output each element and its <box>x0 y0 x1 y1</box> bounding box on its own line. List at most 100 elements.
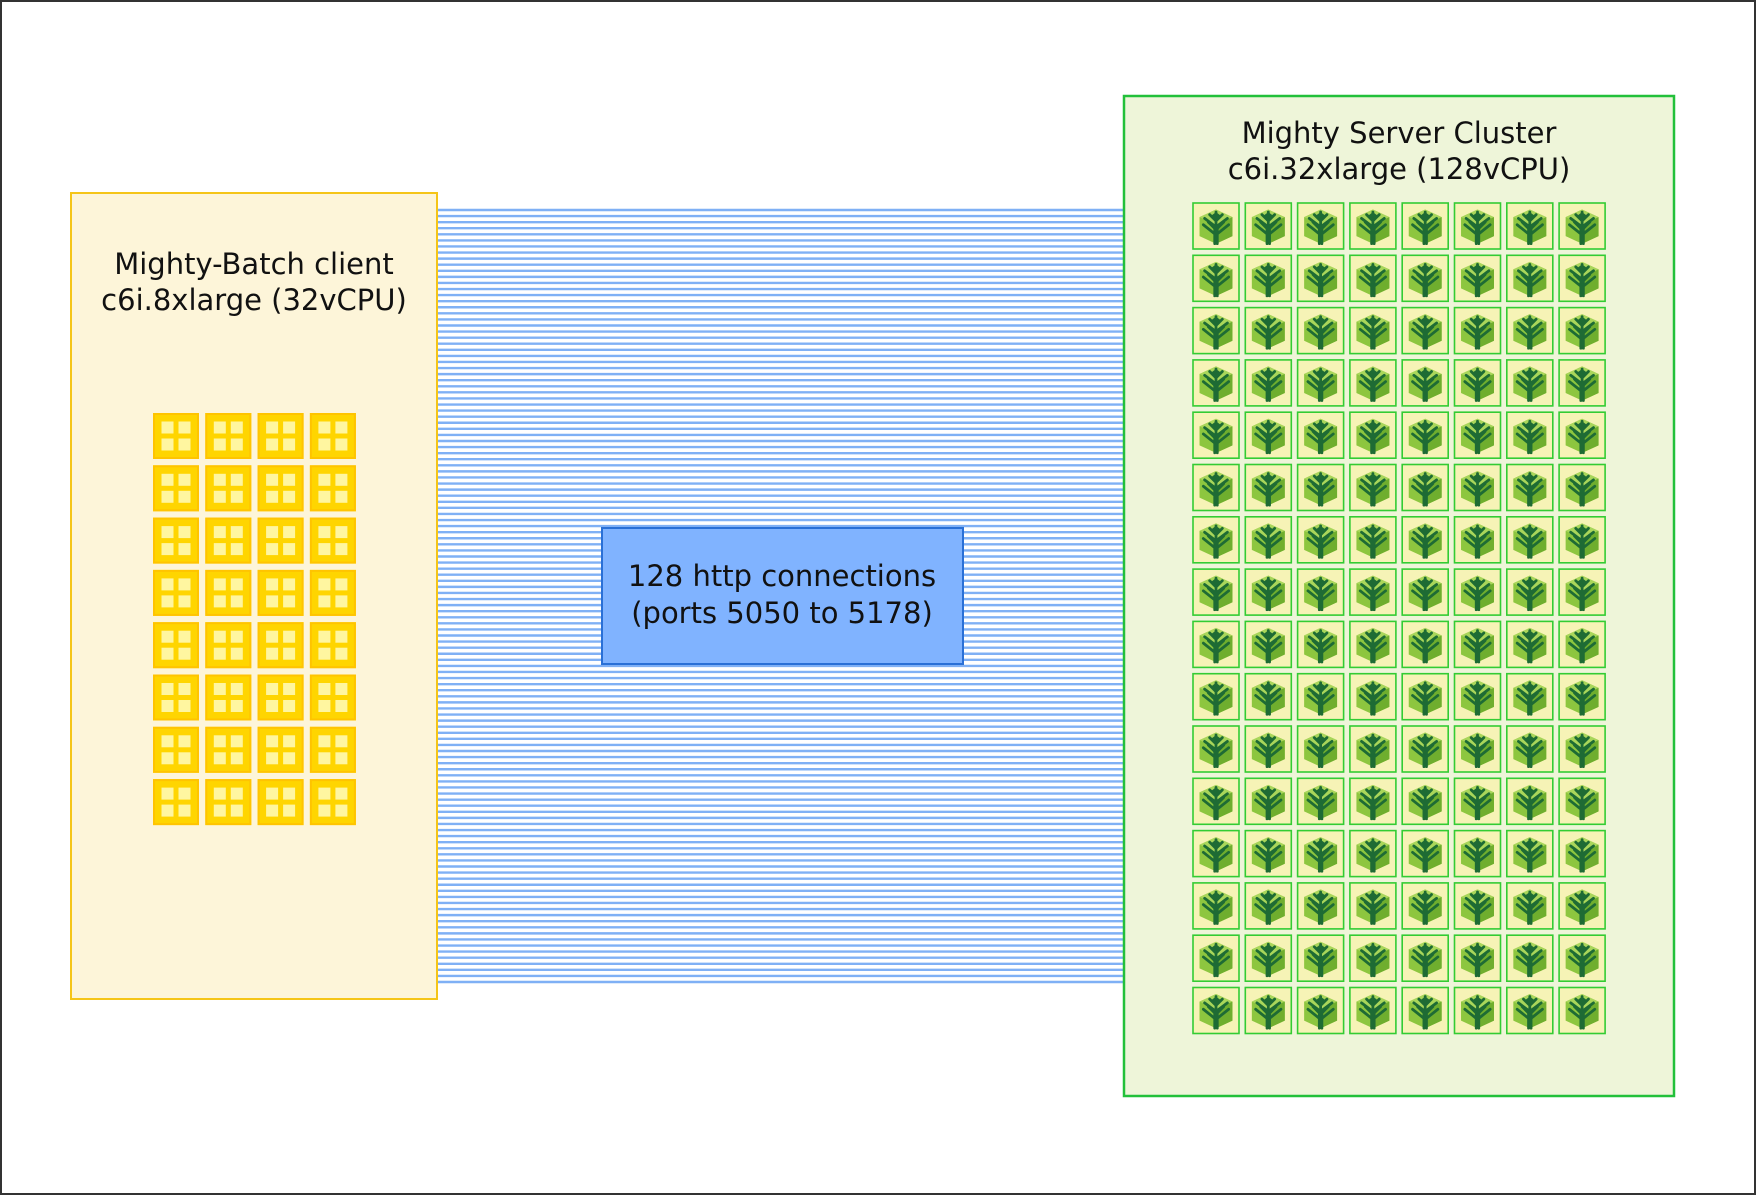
tree-box-icon <box>1506 672 1554 721</box>
tree-box-icon <box>1192 620 1240 669</box>
tree-box-icon <box>1453 829 1502 878</box>
tree-box-icon <box>1401 202 1449 250</box>
tree-box-icon <box>1401 829 1449 878</box>
tree-box-icon <box>1192 515 1240 564</box>
tree-box-icon <box>1192 672 1240 721</box>
tree-box-icon <box>1453 515 1502 564</box>
server-title: Mighty Server Cluster <box>1242 116 1557 150</box>
tree-box-icon <box>1506 829 1554 878</box>
server-panel: Mighty Server Cluster c6i.32xlarge (128v… <box>1122 94 1676 1098</box>
tree-box-icon <box>1296 306 1345 355</box>
tree-box-icon <box>1296 359 1345 407</box>
tree-box-icon <box>1401 359 1449 407</box>
tree-box-icon <box>1453 777 1502 826</box>
tree-box-icon <box>1296 882 1345 930</box>
tree-box-icon <box>1506 986 1554 1035</box>
cpu-core-icon <box>309 779 356 826</box>
tree-box-icon <box>1558 620 1606 669</box>
tree-box-icon <box>1244 672 1293 721</box>
cpu-core-icon <box>205 726 252 773</box>
tree-box-icon <box>1558 463 1606 512</box>
cpu-core-icon <box>205 674 252 721</box>
tree-box-icon <box>1244 620 1293 669</box>
tree-box-icon <box>1349 411 1397 460</box>
tree-box-icon <box>1401 934 1449 983</box>
cpu-core-icon <box>257 674 304 721</box>
tree-box-icon <box>1453 725 1502 773</box>
tree-box-icon <box>1296 515 1345 564</box>
tree-box-icon <box>1244 202 1293 250</box>
connections-label-box: 128 http connections (ports 5050 to 5178… <box>601 527 964 665</box>
tree-box-icon <box>1558 725 1606 773</box>
tree-box-icon <box>1453 568 1502 616</box>
tree-box-icon <box>1244 986 1293 1035</box>
cpu-core-icon <box>309 569 356 616</box>
tree-box-icon <box>1401 568 1449 616</box>
tree-box-icon <box>1192 829 1240 878</box>
tree-box-icon <box>1558 254 1606 303</box>
tree-box-icon <box>1296 829 1345 878</box>
tree-box-icon <box>1244 463 1293 512</box>
cpu-core-icon <box>257 569 304 616</box>
cpu-core-icon <box>205 517 252 564</box>
tree-box-icon <box>1401 882 1449 930</box>
tree-box-icon <box>1401 620 1449 669</box>
cpu-core-icon <box>257 413 304 459</box>
tree-box-icon <box>1349 672 1397 721</box>
tree-box-icon <box>1244 306 1293 355</box>
cpu-core-icon <box>309 465 356 512</box>
tree-box-icon <box>1506 359 1554 407</box>
tree-box-icon <box>1453 620 1502 669</box>
tree-box-icon <box>1506 515 1554 564</box>
cpu-core-icon <box>153 465 199 512</box>
tree-box-icon <box>1558 986 1606 1035</box>
tree-box-icon <box>1558 829 1606 878</box>
tree-box-icon <box>1296 672 1345 721</box>
cpu-core-icon <box>205 413 252 459</box>
tree-box-icon <box>1558 515 1606 564</box>
tree-box-icon <box>1192 777 1240 826</box>
tree-box-icon <box>1192 359 1240 407</box>
http-connection-lines <box>437 208 1124 984</box>
cpu-core-icon <box>309 517 356 564</box>
tree-box-icon <box>1506 882 1554 930</box>
tree-box-icon <box>1453 411 1502 460</box>
tree-box-icon <box>1558 882 1606 930</box>
connections-ports-label: (ports 5050 to 5178) <box>631 596 933 630</box>
tree-box-icon <box>1506 934 1554 983</box>
tree-box-icon <box>1296 934 1345 983</box>
cpu-core-icon <box>153 726 199 773</box>
tree-box-icon <box>1349 202 1397 250</box>
client-title: Mighty-Batch client <box>114 247 394 281</box>
tree-box-icon <box>1506 463 1554 512</box>
cpu-core-icon <box>309 726 356 773</box>
tree-box-icon <box>1244 254 1293 303</box>
tree-box-icon <box>1558 568 1606 616</box>
tree-box-icon <box>1349 568 1397 616</box>
tree-box-icon <box>1349 725 1397 773</box>
tree-box-icon <box>1349 515 1397 564</box>
tree-box-icon <box>1192 882 1240 930</box>
tree-box-icon <box>1296 254 1345 303</box>
tree-box-icon <box>1296 568 1345 616</box>
tree-box-icon <box>1453 986 1502 1035</box>
cpu-core-icon <box>153 517 199 564</box>
cpu-core-icon <box>153 569 199 616</box>
tree-box-icon <box>1192 254 1240 303</box>
client-box <box>70 192 438 1000</box>
tree-box-icon <box>1244 934 1293 983</box>
tree-box-icon <box>1192 934 1240 983</box>
tree-box-icon <box>1296 463 1345 512</box>
cpu-core-icon <box>205 569 252 616</box>
cpu-core-icon <box>309 622 356 669</box>
cpu-core-icon <box>309 674 356 721</box>
tree-box-icon <box>1453 934 1502 983</box>
connections-label-bg <box>601 527 964 665</box>
tree-box-icon <box>1401 463 1449 512</box>
tree-box-icon <box>1506 254 1554 303</box>
cpu-core-icon <box>153 622 199 669</box>
cpu-core-icon <box>257 517 304 564</box>
tree-box-icon <box>1244 777 1293 826</box>
cpu-core-icon <box>205 779 252 826</box>
